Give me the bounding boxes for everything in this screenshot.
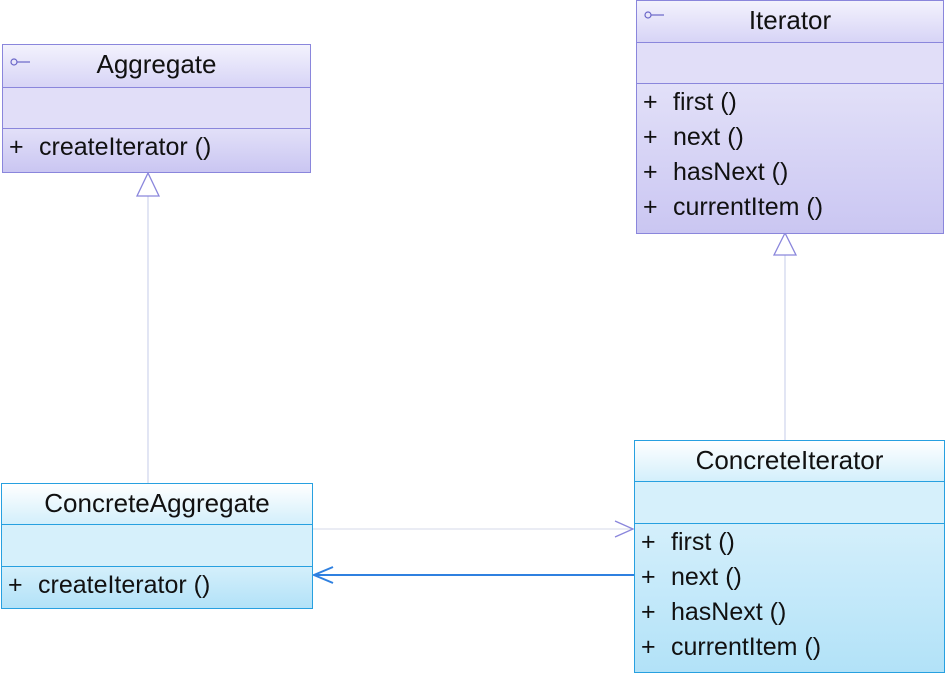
class-concrete-aggregate[interactable]: ConcreteAggregate + createIterator () xyxy=(1,483,313,609)
class-aggregate-operations: + createIterator () xyxy=(3,129,310,172)
class-iterator-attributes xyxy=(637,43,943,84)
operation-signature: currentItem () xyxy=(671,633,822,661)
interface-lollipop-icon xyxy=(644,11,664,19)
visibility-marker: + xyxy=(641,563,656,591)
class-iterator-name: Iterator xyxy=(748,5,832,35)
interface-lollipop-icon xyxy=(10,58,30,66)
visibility-marker: + xyxy=(643,193,658,221)
class-concrete-iterator-attributes xyxy=(635,482,944,524)
operation: + currentItem () xyxy=(643,190,943,225)
class-iterator[interactable]: Iterator + first () + next () + hasNext () … xyxy=(636,0,944,234)
class-aggregate-header: Aggregate xyxy=(3,45,310,88)
operation: + createIterator () xyxy=(8,568,312,603)
realization-concrete-aggregate-to-aggregate[interactable] xyxy=(135,171,161,483)
class-aggregate[interactable]: Aggregate + createIterator () xyxy=(2,44,311,173)
class-aggregate-name: Aggregate xyxy=(96,49,217,79)
operation: + next () xyxy=(643,120,943,155)
class-concrete-iterator[interactable]: ConcreteIterator + first () + next () + has… xyxy=(634,440,945,673)
visibility-marker: + xyxy=(8,571,23,599)
realization-concrete-iterator-to-iterator[interactable] xyxy=(772,231,798,440)
operation-signature: next () xyxy=(671,563,742,591)
class-concrete-aggregate-operations: + createIterator () xyxy=(2,567,312,608)
operation: + createIterator () xyxy=(9,130,310,165)
operation: + next () xyxy=(641,560,944,595)
visibility-marker: + xyxy=(643,158,658,186)
operation-signature: hasNext () xyxy=(673,158,789,186)
class-concrete-aggregate-header: ConcreteAggregate xyxy=(2,484,312,525)
operation: + first () xyxy=(643,85,943,120)
class-concrete-iterator-operations: + first () + next () + hasNext () + currentI… xyxy=(635,524,944,672)
dependency-concrete-aggregate-to-concrete-iterator[interactable] xyxy=(313,520,635,538)
operation: + hasNext () xyxy=(641,595,944,630)
class-concrete-iterator-header: ConcreteIterator xyxy=(635,441,944,482)
operation: + currentItem () xyxy=(641,630,944,665)
visibility-marker: + xyxy=(643,88,658,116)
class-concrete-iterator-name: ConcreteIterator xyxy=(695,445,884,475)
visibility-marker: + xyxy=(643,123,658,151)
operation: + hasNext () xyxy=(643,155,943,190)
association-concrete-iterator-to-concrete-aggregate[interactable] xyxy=(311,566,634,584)
class-iterator-header: Iterator xyxy=(637,1,943,43)
visibility-marker: + xyxy=(641,528,656,556)
operation-signature: createIterator () xyxy=(39,133,212,161)
operation-signature: first () xyxy=(671,528,735,556)
operation-signature: currentItem () xyxy=(673,193,824,221)
visibility-marker: + xyxy=(641,598,656,626)
operation: + first () xyxy=(641,525,944,560)
visibility-marker: + xyxy=(9,133,24,161)
operation-signature: hasNext () xyxy=(671,598,787,626)
class-aggregate-attributes xyxy=(3,88,310,129)
visibility-marker: + xyxy=(641,633,656,661)
class-concrete-aggregate-attributes xyxy=(2,525,312,567)
class-concrete-aggregate-name: ConcreteAggregate xyxy=(44,488,270,518)
operation-signature: createIterator () xyxy=(38,571,211,599)
operation-signature: next () xyxy=(673,123,744,151)
operation-signature: first () xyxy=(673,88,737,116)
class-iterator-operations: + first () + next () + hasNext () + currentI… xyxy=(637,84,943,233)
